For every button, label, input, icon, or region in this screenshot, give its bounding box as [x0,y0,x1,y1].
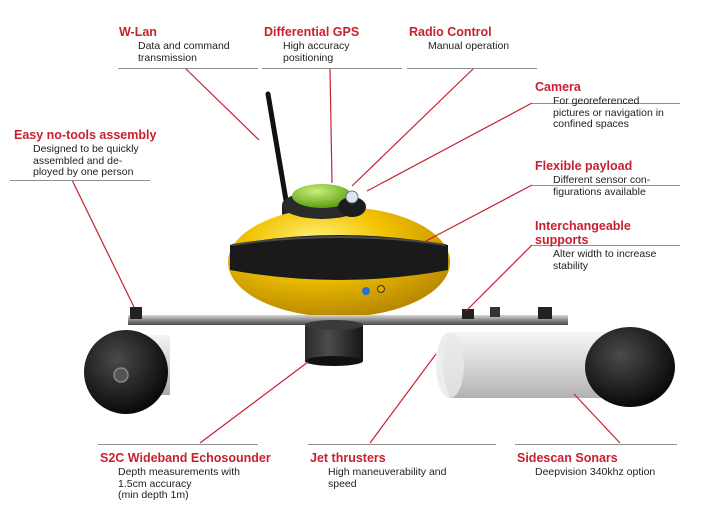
callout-description: For georeferenced pictures or navigation… [553,95,664,130]
callout-supports: Interchangeable supports Alter width to … [535,219,656,272]
hull [228,184,450,317]
callout-description: Data and command transmission [138,40,230,64]
callout-description: Different sensor con- figurations availa… [553,174,651,198]
hull-band [230,235,448,280]
callout-dgps: Differential GPS High accuracy positioni… [264,25,359,64]
callout-camera: Camera For georeferenced pictures or nav… [535,80,664,131]
rule-echo [98,444,258,445]
camera-housing [338,197,366,217]
rule-camera [532,103,680,104]
antenna [265,91,291,215]
rule-payload [532,185,680,186]
callout-payload: Flexible payload Different sensor con- f… [535,159,650,198]
rule-easy [10,180,150,181]
callout-title: Camera [535,80,581,94]
callout-description: High accuracy positioning [283,40,350,64]
pontoon-right [436,327,675,407]
callout-radio: Radio Control Manual operation [409,25,509,53]
callout-title: Interchangeable supports [535,219,631,247]
callout-title: Sidescan Sonars [517,451,618,465]
callout-title: Flexible payload [535,159,633,173]
callout-title: S2C Wideband Echosounder [100,451,271,465]
camera-lens [345,190,359,204]
callout-title: W-Lan [119,25,157,39]
pontoon-right-cap [585,327,675,407]
callout-description: Designed to be quickly assembled and de-… [33,143,139,178]
callout-sidescan-sonars: Sidescan Sonars Deepvision 340khz option [517,451,655,479]
callout-echosounder: S2C Wideband Echosounder Depth measureme… [100,451,271,502]
callout-title: Radio Control [409,25,492,39]
gps-dome [292,184,352,208]
callout-title: Easy no-tools assembly [14,128,157,142]
callout-description: Manual operation [428,40,510,52]
callout-title: Differential GPS [264,25,360,39]
callout-description: Depth measurements with 1.5cm accuracy (… [118,466,240,501]
rule-dgps [262,68,402,69]
rule-wlan [118,68,258,69]
callout-easy-assembly: Easy no-tools assembly Designed to be qu… [14,128,156,179]
pontoon-left [84,330,170,414]
callout-description: Alter width to increase stability [553,248,657,272]
support-bar [128,315,568,325]
echosounder-unit [305,320,363,366]
rule-jet [308,444,496,445]
callout-wlan: W-Lan Data and command transmission [119,25,230,64]
callout-jet-thrusters: Jet thrusters High maneuverability and s… [310,451,446,490]
callout-title: Jet thrusters [310,451,386,465]
rule-sonar [515,444,677,445]
rule-radio [407,68,537,69]
rule-supports [532,245,680,246]
leader-lines [71,67,621,444]
callout-description: High maneuverability and speed [328,466,447,490]
callout-description: Deepvision 340khz option [535,466,656,478]
